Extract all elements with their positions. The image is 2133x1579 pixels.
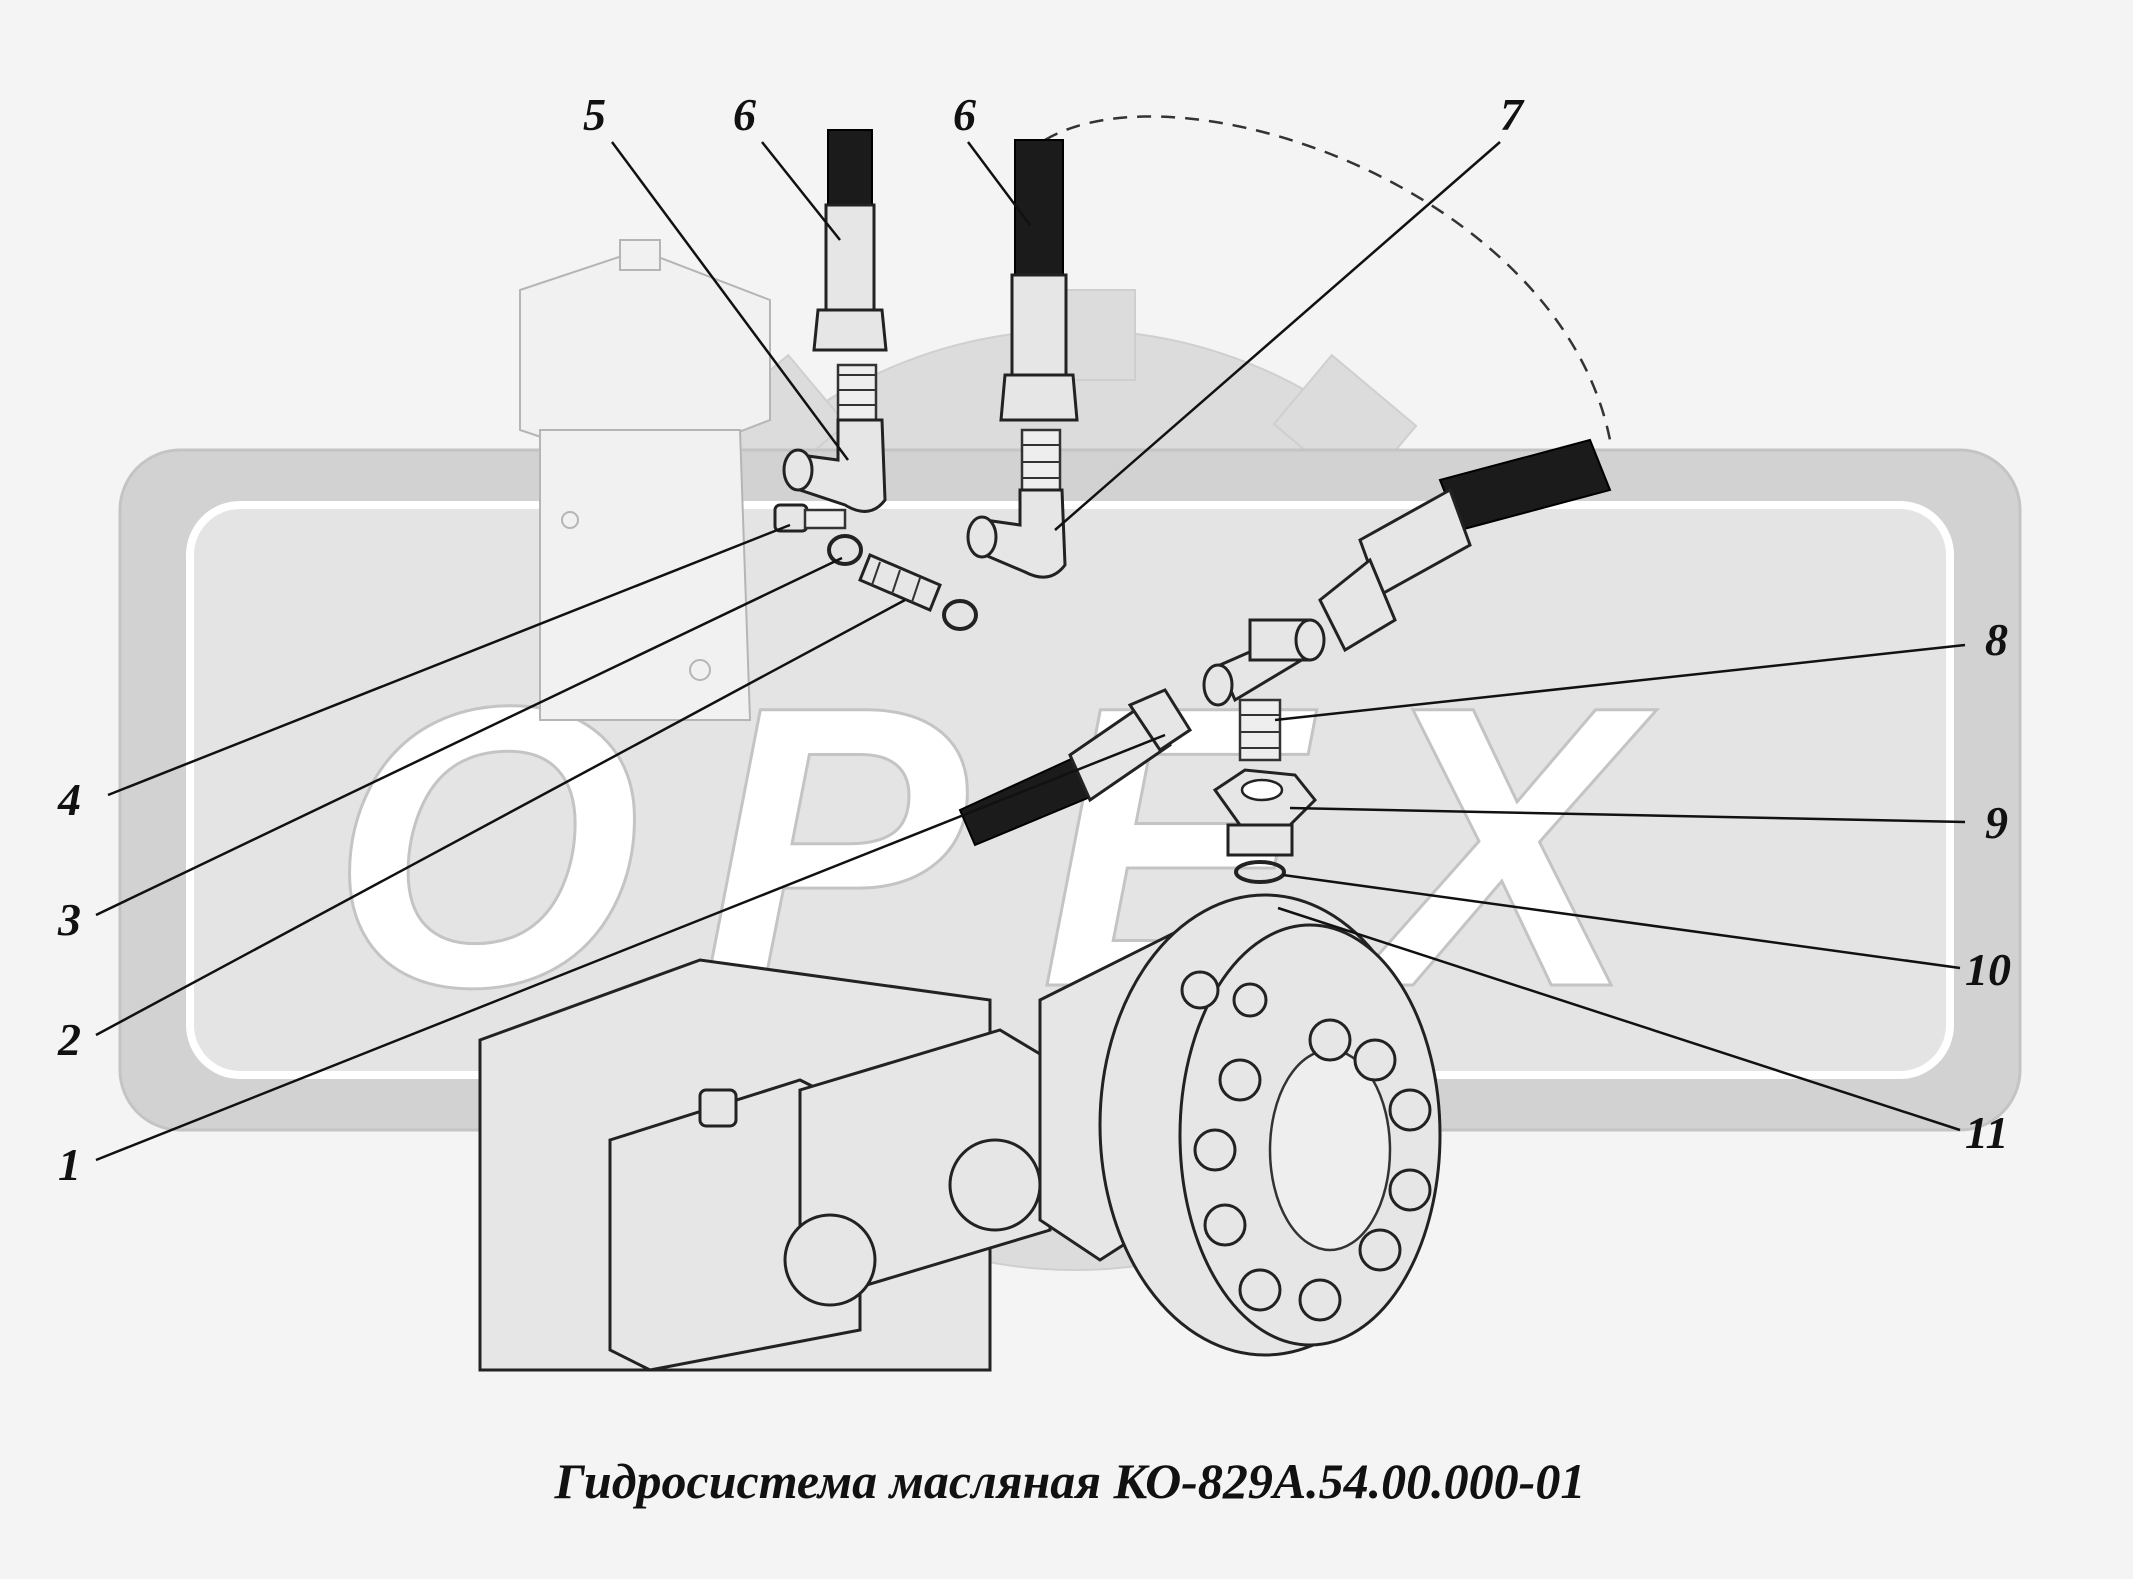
callout-7: 7	[1500, 89, 1525, 140]
callout-labels: 5 6 6 7 8 9 10 11 4 3 2 1	[57, 89, 2011, 1190]
callout-1: 1	[58, 1139, 81, 1190]
elbow-fitting-7	[966, 428, 1067, 579]
sealing-ring-10	[1234, 860, 1286, 884]
leader-3	[95, 556, 843, 917]
leader-8	[1274, 643, 1966, 722]
dashed-connection-line	[1044, 115, 1612, 441]
callout-8: 8	[1985, 614, 2008, 665]
callout-4: 4	[57, 774, 81, 825]
banjo-bolt-4	[773, 503, 847, 533]
hose-6-left	[812, 129, 888, 352]
leader-11	[1277, 906, 1961, 1132]
callout-6b: 6	[953, 89, 976, 140]
sealing-ring-3	[827, 534, 863, 566]
leader-1	[95, 733, 1166, 1162]
pipe-nipple-2	[858, 553, 978, 631]
elbow-fitting-5	[782, 363, 887, 513]
callout-11: 11	[1965, 1107, 2008, 1158]
callout-9: 9	[1985, 797, 2008, 848]
pump-assembly	[478, 893, 1442, 1372]
leader-9	[1289, 806, 1966, 824]
adapter-9	[1212, 768, 1318, 857]
tee-fitting-8	[1202, 618, 1326, 762]
leader-4	[107, 523, 791, 797]
callout-3: 3	[57, 894, 81, 945]
leader-lines	[95, 141, 1966, 1162]
callout-5: 5	[583, 89, 606, 140]
callout-2: 2	[57, 1014, 81, 1065]
callout-6a: 6	[733, 89, 756, 140]
leader-6b	[966, 141, 1032, 226]
hose-upper-right	[1318, 438, 1612, 653]
faint-valve-block	[519, 239, 771, 721]
diagram-caption: Гидросистема масляная КО-829А.54.00.000-…	[554, 1453, 1586, 1509]
leader-7	[1054, 141, 1501, 531]
hose-6-right	[999, 139, 1079, 422]
leader-2	[95, 598, 906, 1037]
callout-10: 10	[1965, 944, 2011, 995]
watermark-letter-x: X	[1351, 623, 1657, 1070]
leader-10	[1282, 873, 1961, 970]
leader-5	[610, 141, 850, 461]
leader-6a	[761, 141, 841, 241]
